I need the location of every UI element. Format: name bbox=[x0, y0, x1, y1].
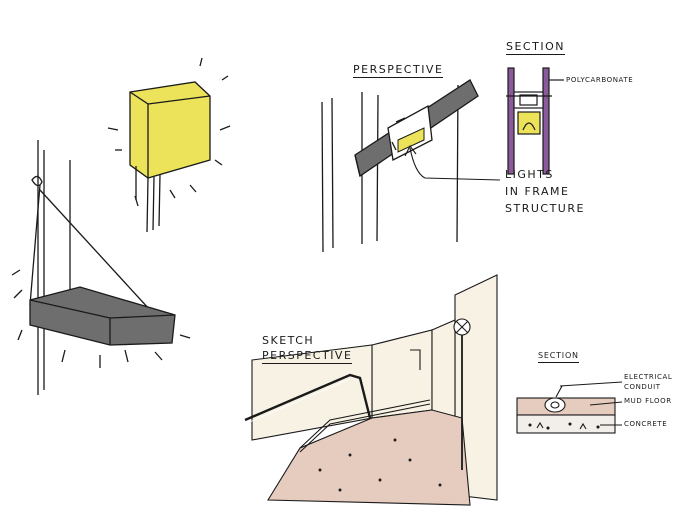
lights-label-line2: IN FRAME bbox=[505, 185, 570, 198]
perspective-label: PERSPECTIVE bbox=[353, 63, 444, 79]
section-bottom-label: SECTION bbox=[538, 351, 579, 363]
sketch-label-line2: PERSPECTIVE bbox=[262, 349, 353, 365]
electrical-label-line1: ELECTRICAL bbox=[624, 373, 673, 381]
electrical-label-line2: CONDUIT bbox=[624, 383, 661, 391]
lights-label-line3: STRUCTURE bbox=[505, 202, 585, 215]
polycarbonate-label: POLYCARBONATE bbox=[566, 76, 634, 84]
lights-arrow bbox=[404, 144, 501, 181]
floor-section-sketch bbox=[516, 381, 623, 434]
concrete-label: CONCRETE bbox=[624, 420, 668, 428]
perspective-beam-sketch bbox=[321, 79, 479, 253]
mud-floor-label: MUD FLOOR bbox=[624, 397, 672, 405]
yellow-light-box-sketch bbox=[107, 57, 231, 233]
sketch-label-line1: SKETCH bbox=[262, 334, 315, 347]
lights-label-line1: LIGHTS bbox=[505, 168, 554, 181]
corridor-perspective-sketch bbox=[244, 274, 498, 506]
section-top-label: SECTION bbox=[506, 40, 565, 56]
polycarbonate-section-sketch bbox=[506, 67, 564, 175]
gray-slab-sketch bbox=[11, 140, 191, 395]
